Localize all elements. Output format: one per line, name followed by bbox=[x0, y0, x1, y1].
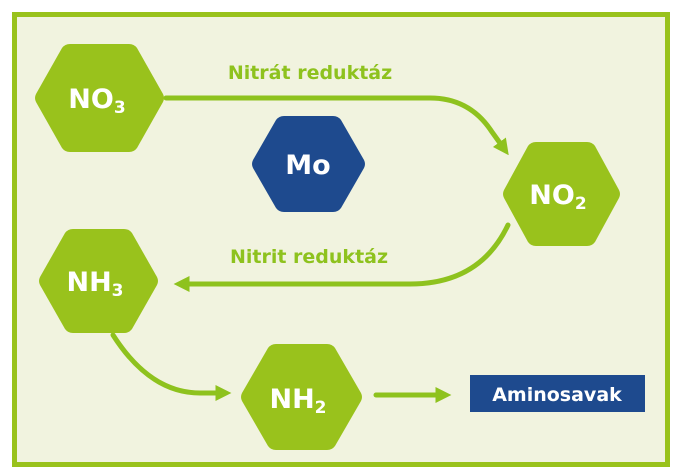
svg-text:NO3: NO3 bbox=[68, 84, 125, 118]
nh2-main: NH bbox=[269, 384, 314, 415]
no3-main: NO bbox=[68, 84, 114, 115]
no2-main: NO bbox=[529, 180, 575, 211]
svg-text:NH2: NH2 bbox=[269, 384, 326, 418]
no2-sub: 2 bbox=[575, 194, 587, 214]
aminosavak-label: Aminosavak bbox=[492, 384, 622, 406]
hexagon-nh2: NH2 bbox=[241, 344, 362, 450]
nh2-sub: 2 bbox=[315, 398, 327, 418]
hexagon-nh3: NH3 bbox=[39, 229, 158, 333]
hexagon-no3: NO3 bbox=[35, 44, 164, 152]
nitrite-reductase-label: Nitrit reduktáz bbox=[230, 246, 388, 268]
no3-sub: 3 bbox=[114, 98, 126, 118]
nh3-sub: 3 bbox=[112, 281, 124, 301]
svg-text:NO2: NO2 bbox=[529, 180, 586, 214]
arrow-no2-to-nh3 bbox=[173, 222, 511, 293]
svg-text:NH3: NH3 bbox=[66, 267, 123, 301]
nitrate-reductase-label: Nitrát reduktáz bbox=[228, 62, 392, 84]
hexagon-no2: NO2 bbox=[503, 142, 620, 246]
mo-label: Mo bbox=[285, 150, 330, 181]
arrow-no3-to-no2 bbox=[163, 95, 509, 156]
hexagon-mo: Mo bbox=[252, 116, 365, 212]
nh3-main: NH bbox=[66, 267, 111, 298]
arrow-nh3-to-nh2 bbox=[110, 332, 232, 402]
aminosavak-box: Aminosavak bbox=[470, 375, 645, 412]
